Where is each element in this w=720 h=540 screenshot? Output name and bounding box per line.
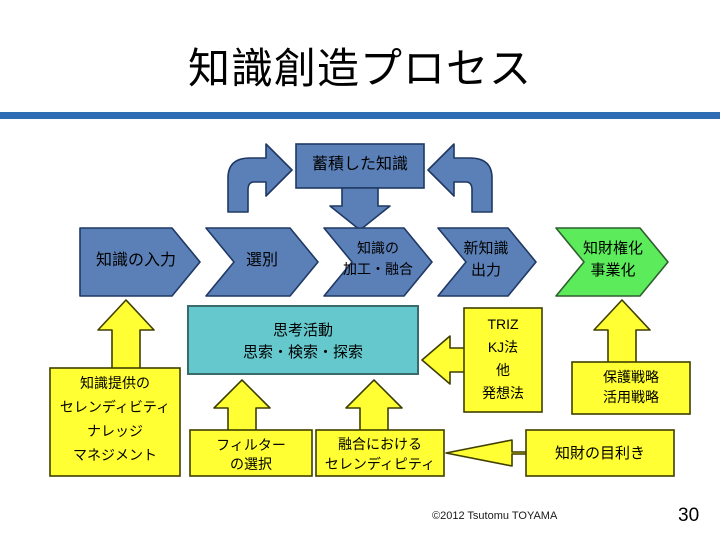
accumulated-knowledge-box xyxy=(295,143,425,189)
process-chevron-3 xyxy=(323,227,433,297)
knowledge-provision-up-arrow xyxy=(97,299,155,371)
strategy-box xyxy=(571,361,691,415)
filter-selection-box xyxy=(189,429,313,477)
feedback-left-curved-arrow xyxy=(227,143,293,213)
feedback-right-curved-arrow xyxy=(427,143,493,213)
appraisal-box xyxy=(525,429,675,477)
fusion-serendipity-box xyxy=(315,429,445,477)
process-chevron-4 xyxy=(437,227,537,297)
methods-box xyxy=(463,307,543,413)
methods-left-arrow xyxy=(421,333,469,387)
title-divider xyxy=(0,112,720,119)
strategy-up-arrow xyxy=(593,299,651,365)
copyright-notice: ©2012 Tsutomu TOYAMA xyxy=(432,510,558,522)
page-number: 30 xyxy=(678,505,700,526)
process-chevron-5 xyxy=(555,227,669,297)
store-to-processing-down-arrow xyxy=(329,187,391,231)
appraisal-left-arrow xyxy=(445,439,531,467)
fusion-up-arrow xyxy=(345,379,403,433)
thinking-activity-box xyxy=(187,305,419,375)
process-chevron-2 xyxy=(205,227,319,297)
process-chevron-1 xyxy=(79,227,201,297)
filter-up-arrow xyxy=(213,379,271,433)
knowledge-provision-box xyxy=(49,367,181,477)
page-title: 知識創造プロセス xyxy=(187,45,532,92)
